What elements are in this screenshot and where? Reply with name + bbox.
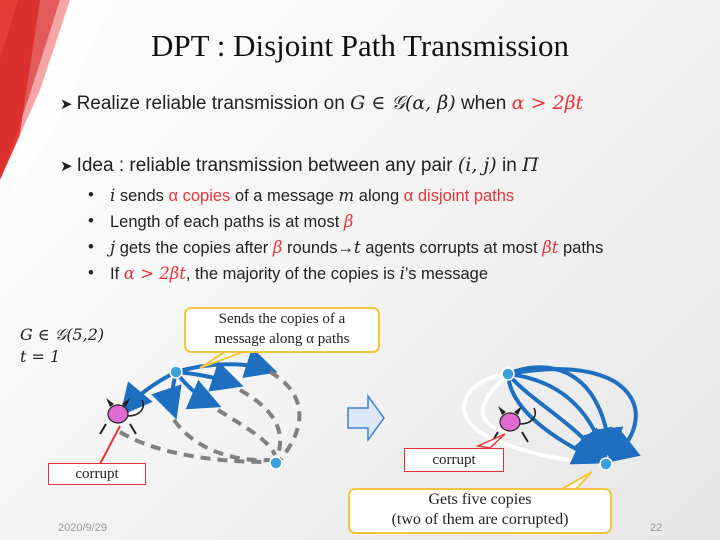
sub-bullet-fragment: m [338, 186, 355, 205]
pair-formula: (i, j) [457, 154, 497, 176]
sub-bullet-fragment: , the majority of the copies is [185, 265, 400, 283]
sub-bullet-fragment: along [354, 187, 404, 205]
sub-bullet-fragment: α copies [168, 187, 231, 205]
sub-bullet-fragment: If [110, 265, 124, 283]
node-j-right [599, 457, 613, 471]
bullet-idea-text: Idea : reliable transmission between any… [76, 155, 458, 176]
sub-bullet-fragment: Length of each paths is at most [110, 213, 344, 231]
blue-path-5 [506, 372, 606, 465]
callout-sends-line2: message along α paths [214, 331, 350, 347]
sub-bullet-fragment: of a message [230, 187, 339, 205]
corrupt-label-right: corrupt [404, 448, 504, 472]
bullet-realize-when: when [455, 93, 512, 114]
callout-gets-line1: Gets five copies [428, 491, 532, 508]
sub-bullet-fragment: gets the copies after [115, 239, 273, 257]
sub-bullet-text: Length of each paths is at most β [110, 212, 354, 231]
path-to-corrupt [119, 370, 178, 417]
sub-bullet-fragment: α disjoint paths [403, 187, 515, 205]
callout-gets-line2: (two of them are corrupted) [391, 511, 569, 528]
path-right-2 [174, 347, 278, 378]
bullet-dot: • [88, 186, 94, 204]
sub-bullet-fragment: i [110, 186, 116, 205]
devil-agent-icon [99, 398, 144, 435]
arrowhead-bullet-icon: ➤ [60, 158, 73, 175]
bullet-realize: ➤Realize reliable transmission on G ∈ 𝒢(… [60, 92, 583, 115]
node-i-left [169, 365, 183, 379]
slide-title: DPT : Disjoint Path Transmission [150, 28, 570, 63]
sub-bullet-item: • If α > 2βt, the majority of the copies … [88, 264, 489, 284]
footer-date: 2020/9/29 [58, 522, 107, 534]
page-number: 22 [650, 522, 663, 534]
callout-sends-copies: Sends the copies of a message along α pa… [184, 307, 380, 353]
condition-formula: α > 2βt [511, 92, 584, 114]
graph-parameters: G ∈ 𝒢(5,2) t = 1 [20, 324, 104, 368]
agent-set: Π [522, 154, 539, 176]
arrowhead-bullet-icon: ➤ [60, 96, 73, 113]
node-i-right [501, 367, 515, 381]
sub-bullet-fragment: α > 2βt [123, 264, 186, 283]
right-arrow-icon [347, 393, 385, 443]
corrupt-pointer-left [99, 425, 121, 465]
bullet-idea: ➤Idea : reliable transmission between an… [60, 154, 539, 177]
devil-agent-icon [491, 406, 536, 443]
bullet-dot: • [88, 264, 94, 282]
sub-bullet-fragment: rounds→ [282, 239, 354, 257]
sub-bullet-fragment: ’s message [404, 265, 489, 283]
sub-bullet-fragment: t [353, 238, 361, 257]
sub-bullet-item: • Length of each paths is at most β [88, 212, 354, 232]
corrupt-count-line: t = 1 [20, 347, 61, 366]
callout-sends-line1: Sends the copies of a [218, 311, 346, 327]
sub-bullet-fragment: sends [115, 187, 169, 205]
sub-bullet-text: j gets the copies after β rounds→t agent… [110, 238, 604, 257]
blue-path-1 [506, 365, 624, 460]
corrupt-pointer-right [475, 433, 506, 449]
graph-class-formula: G ∈ 𝒢(α, β) [350, 92, 456, 114]
blue-path-4 [506, 367, 641, 463]
sub-bullet-text: If α > 2βt, the majority of the copies i… [110, 264, 489, 283]
sub-bullet-text: i sends α copies of a message m along α … [110, 186, 515, 205]
sub-bullet-fragment: β [343, 212, 354, 231]
sub-bullet-fragment: βt [542, 238, 559, 257]
sub-bullet-fragment: j [110, 238, 116, 257]
sub-bullet-item: • i sends α copies of a message m along α… [88, 186, 515, 206]
corrupt-label-left: corrupt [48, 463, 146, 485]
left-pending-paths [118, 370, 302, 464]
sub-bullet-fragment: paths [558, 239, 604, 257]
callout-gets-copies: Gets five copies (two of them are corrup… [348, 488, 612, 534]
bullet-realize-text: Realize reliable transmission on [76, 93, 351, 114]
node-j-left [269, 456, 283, 470]
bullet-dot: • [88, 212, 94, 230]
sub-bullet-fragment: β [272, 238, 283, 257]
sub-bullet-fragment: agents corrupts at most [360, 239, 543, 257]
left-sending-paths [119, 347, 278, 420]
bullet-idea-in: in [496, 155, 523, 176]
graph-param-line: G ∈ 𝒢(5,2) [20, 325, 105, 344]
bullet-dot: • [88, 238, 94, 256]
sub-bullet-item: • j gets the copies after β rounds→t agen… [88, 238, 604, 258]
sub-bullet-fragment: i [399, 264, 405, 283]
white-path-2 [480, 372, 510, 434]
